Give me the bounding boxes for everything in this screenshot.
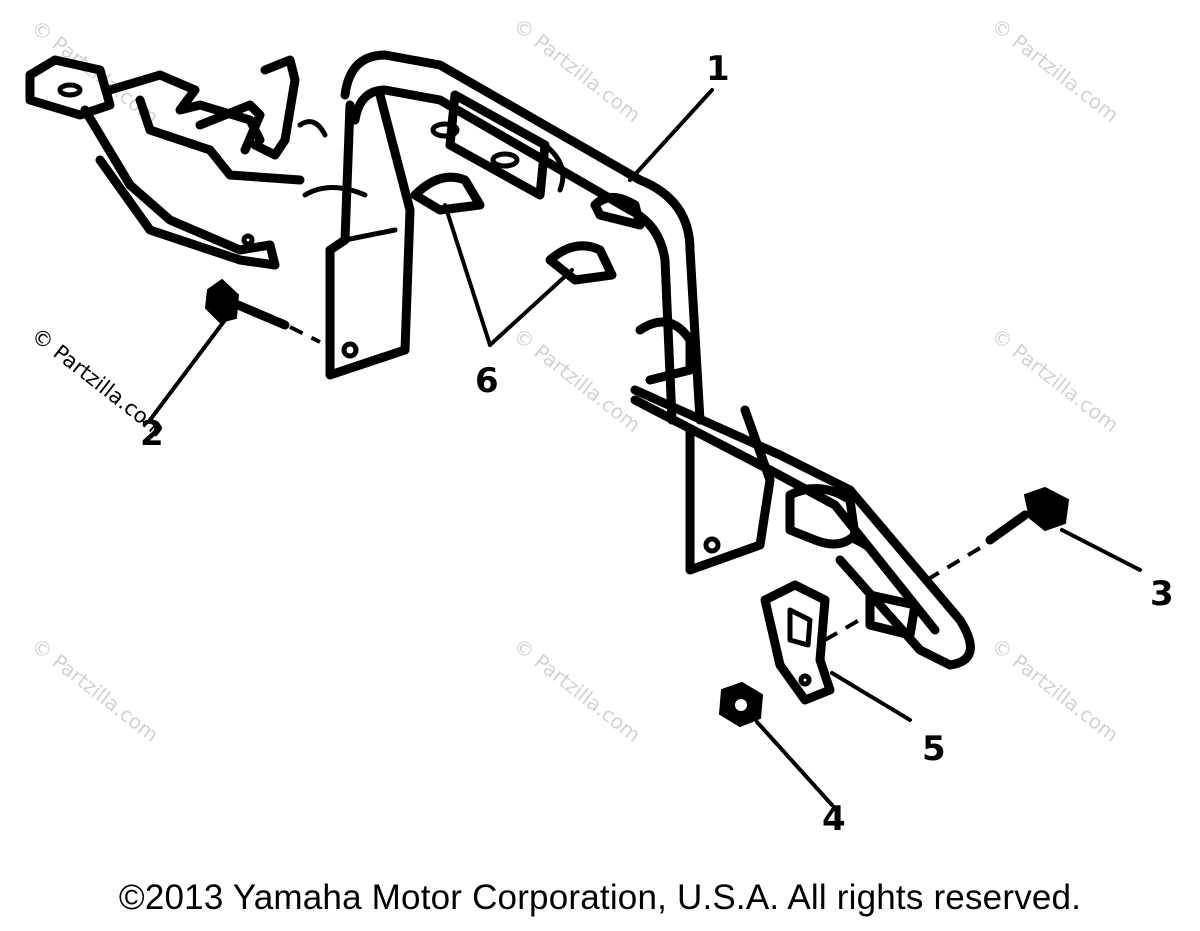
bolt-2-drawing — [204, 278, 321, 344]
watermark: © Partzilla.com — [987, 13, 1123, 127]
leader-2 — [148, 318, 227, 422]
watermark: © Partzilla.com — [987, 633, 1123, 747]
callout-6: 6 — [475, 361, 499, 401]
callout-2: 2 — [140, 414, 164, 454]
clamp-5-drawing — [760, 580, 870, 705]
leader-lines — [148, 88, 1142, 807]
left-assembly-drawing — [25, 55, 305, 270]
callout-labels: 1 2 3 4 5 6 — [140, 49, 1174, 839]
watermark-layer: © Partzilla.com © Partzilla.com © Partzi… — [27, 13, 1123, 747]
watermark: © Partzilla.com — [509, 633, 645, 747]
callout-4: 4 — [822, 799, 846, 839]
copyright-notice: ©2013 Yamaha Motor Corporation, U.S.A. A… — [118, 878, 1082, 917]
callout-3: 3 — [1150, 574, 1174, 614]
bolt-3-drawing — [928, 486, 1070, 580]
leader-6a — [443, 203, 492, 347]
watermark: © Partzilla.com — [987, 323, 1123, 437]
callout-5: 5 — [922, 729, 946, 769]
watermark: © Partzilla.com — [27, 633, 163, 747]
clips-drawing — [410, 172, 617, 285]
nut-4-drawing — [718, 681, 764, 728]
main-bracket-drawing — [297, 50, 975, 670]
leader-3 — [1060, 528, 1142, 572]
callout-1: 1 — [706, 49, 730, 89]
leader-4 — [755, 720, 834, 807]
leader-5 — [830, 671, 912, 722]
leader-1 — [628, 88, 714, 182]
watermark: © Partzilla.com — [509, 13, 645, 127]
leader-6b — [488, 268, 574, 347]
watermark: © Partzilla.com — [509, 323, 645, 437]
